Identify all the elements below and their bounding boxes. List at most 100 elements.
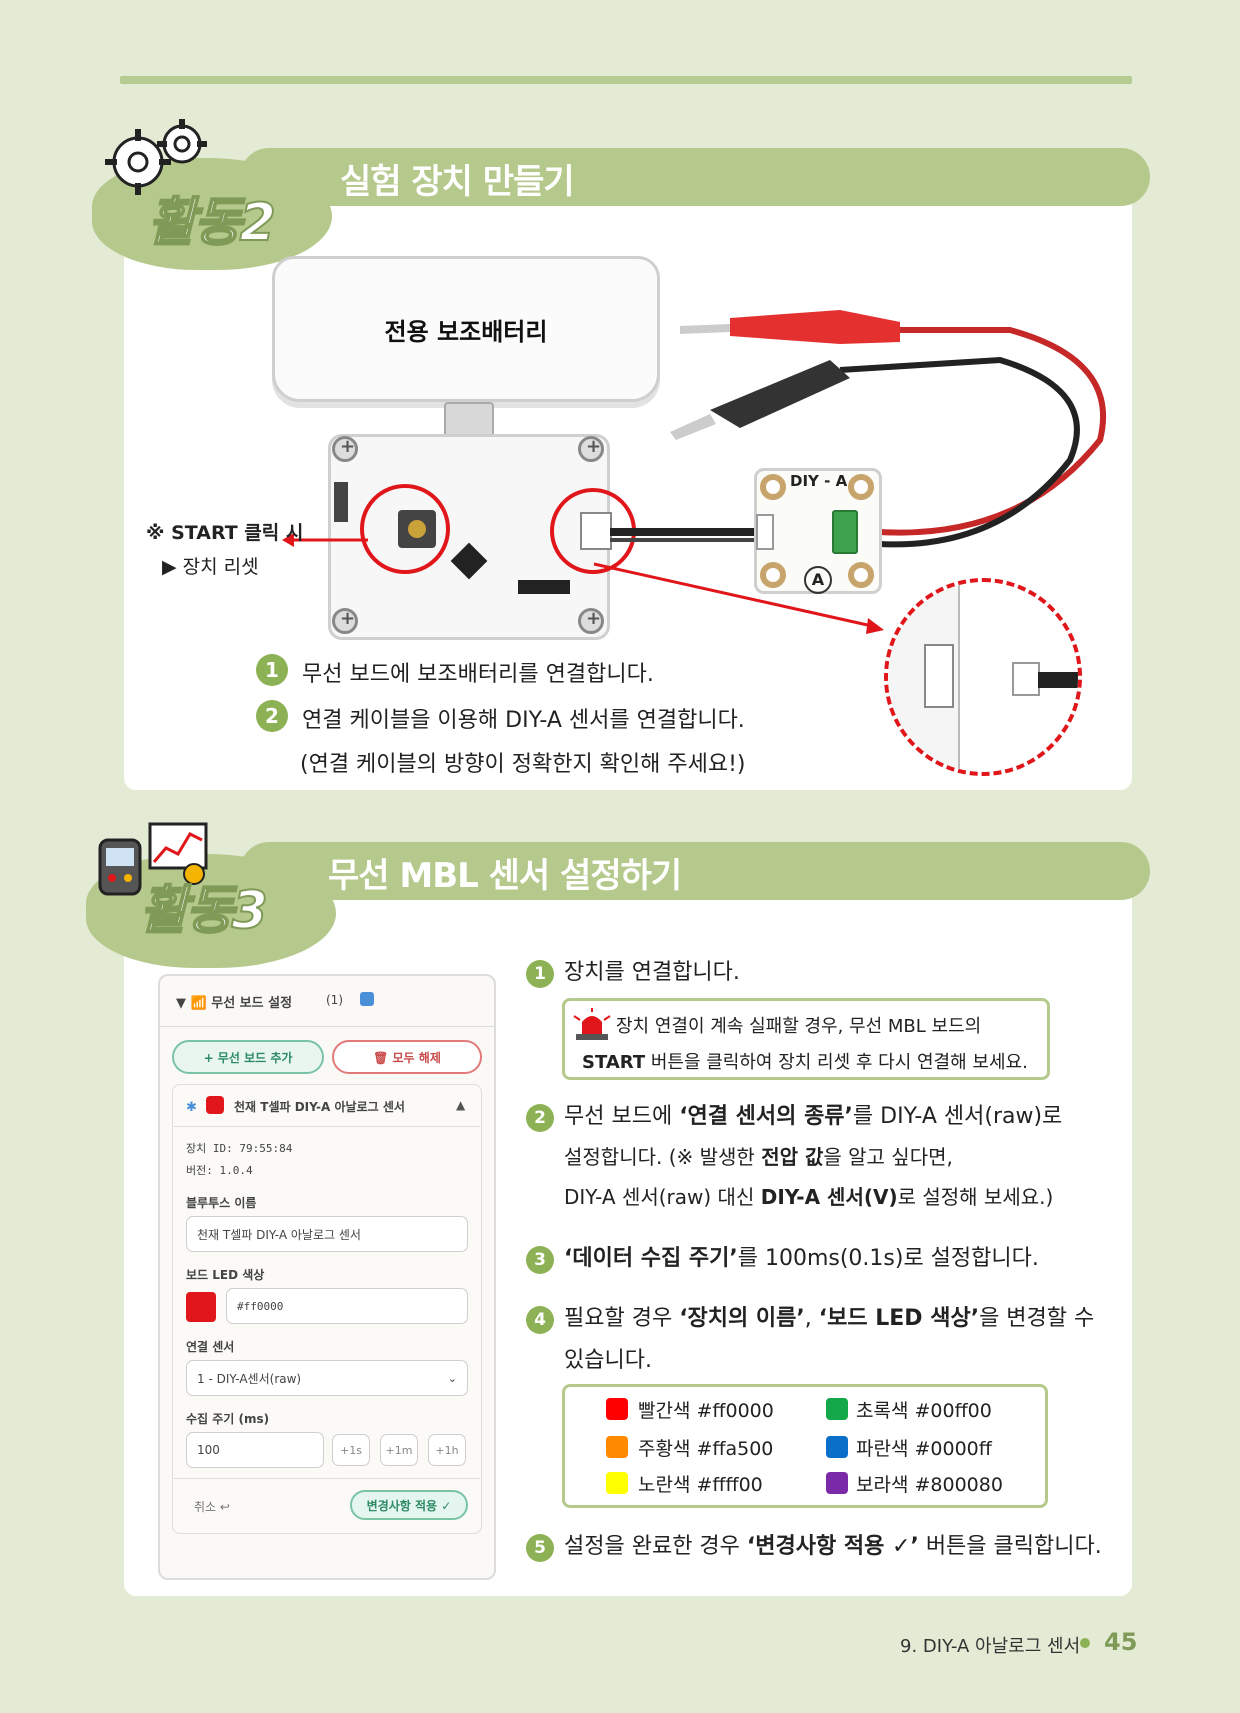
gears-icon — [105, 119, 207, 195]
clear-all-button[interactable]: 🗑 모두 해제 — [332, 1040, 482, 1074]
color-swatch-blue — [826, 1436, 848, 1458]
step4-text: 을 변경할 수 — [979, 1306, 1095, 1331]
step2-text: 을 알고 싶다면, — [823, 1145, 953, 1169]
cable-illustration — [610, 310, 1107, 548]
zoom-cable — [1038, 672, 1078, 688]
step2-text: 를 DIY-A 센서(raw)로 — [852, 1104, 1063, 1129]
sensor-badge: A — [804, 566, 832, 594]
switch-illustration — [334, 482, 348, 522]
color-yellow-label: 노란색 #ffff00 — [638, 1474, 763, 1496]
step2-bold: DIY-A 센서(V) — [760, 1185, 898, 1209]
step2-text: 로 설정해 보세요.) — [897, 1185, 1054, 1209]
color-table-box — [562, 1384, 1048, 1508]
step-text: 연결 케이블을 이용해 DIY-A 센서를 연결합니다. — [302, 708, 745, 733]
page-number: 45 — [1104, 1628, 1138, 1656]
step5-text: 설정을 완료한 경우 ‘변경사항 적용 ✓’ 버튼을 클릭합니다. — [564, 1530, 1102, 1563]
device-color-dot — [206, 1096, 224, 1114]
start-note-2: ▶ 장치 리셋 — [162, 556, 259, 578]
step5-text-c: 버튼을 클릭합니다. — [918, 1534, 1102, 1559]
led-color-input[interactable]: #ff0000 — [226, 1288, 468, 1324]
sensor-select[interactable]: 1 - DIY-A센서(raw) ⌄ — [186, 1360, 468, 1396]
device-version: 버전: 1.0.4 — [186, 1164, 253, 1177]
step-text: 무선 보드에 보조배터리를 연결합니다. — [302, 662, 654, 687]
step-number: 4 — [526, 1306, 554, 1334]
zoom-arrow — [593, 562, 884, 634]
step-number: 3 — [526, 1246, 554, 1274]
mount-ring-icon — [848, 474, 874, 500]
step2-line-3: DIY-A 센서(raw) 대신 DIY-A 센서(V)로 설정해 보세요.) — [564, 1182, 1053, 1212]
step1-text: 장치를 연결합니다. — [564, 960, 740, 985]
color-swatch-red — [606, 1398, 628, 1420]
step5-bold: ‘변경사항 적용 ✓’ — [746, 1534, 919, 1559]
color-purple-label: 보라색 #800080 — [856, 1474, 1003, 1496]
battery-illustration — [272, 256, 660, 402]
add-board-button[interactable]: + 무선 보드 추가 — [172, 1040, 324, 1074]
period-input[interactable]: 100 — [186, 1432, 324, 1468]
led-color-picker[interactable] — [186, 1292, 216, 1322]
mount-ring-icon — [848, 562, 874, 588]
color-swatch-green — [826, 1398, 848, 1420]
sensor-terminal — [832, 510, 858, 554]
step2-text: 무선 보드에 — [564, 1104, 680, 1129]
color-orange-label: 주황색 #ffa500 — [638, 1438, 774, 1460]
collapse-icon[interactable]: ▲ — [456, 1098, 466, 1112]
step2-line-1: 무선 보드에 ‘연결 센서의 종류’를 DIY-A 센서(raw)로 — [564, 1100, 1062, 1133]
color-red-label: 빨간색 #ff0000 — [638, 1400, 774, 1422]
cancel-button[interactable]: 취소 ↩ — [194, 1500, 230, 1514]
start-note-1: ※ START 클릭 시 — [146, 522, 304, 544]
step-note: (연결 케이블의 방향이 정확한지 확인해 주세요!) — [300, 752, 746, 777]
activity2-label: 활동2 — [147, 192, 277, 254]
step4-text: , — [804, 1306, 819, 1331]
step4-line-2: 있습니다. — [564, 1348, 652, 1373]
warning-start-bold: START — [582, 1052, 646, 1073]
step2-line-2: 설정합니다. (※ 발생한 전압 값을 알고 싶다면, — [564, 1142, 953, 1172]
card-header-divider — [160, 1026, 494, 1027]
step2-text: 설정합니다. (※ 발생한 — [564, 1145, 762, 1169]
add-1s-button[interactable]: +1s — [332, 1434, 370, 1466]
step-number: 2 — [526, 1104, 554, 1132]
start-highlight-circle — [360, 484, 450, 574]
screw-icon — [332, 436, 358, 462]
step2-text: DIY-A 센서(raw) 대신 — [564, 1185, 761, 1209]
mount-ring-icon — [760, 474, 786, 500]
color-green-label: 초록색 #00ff00 — [856, 1400, 992, 1422]
sensor-title: DIY - A — [790, 472, 848, 490]
bluetooth-icon: ✱ — [186, 1100, 197, 1115]
sensor-device-icon — [98, 822, 208, 896]
activity3-title: 무선 MBL 센서 설정하기 — [328, 856, 682, 896]
step3-rest: 를 100ms(0.1s)로 설정합니다. — [737, 1246, 1039, 1271]
warning-line-2-text: 버튼을 클릭하여 장치 리셋 후 다시 연결해 보세요. — [645, 1052, 1028, 1073]
screw-icon — [332, 608, 358, 634]
sensor-connector — [756, 514, 774, 550]
chevron-down-icon: ⌄ — [447, 1371, 457, 1385]
connector-zoom-circle — [884, 578, 1082, 776]
apply-changes-button[interactable]: 변경사항 적용 ✓ — [350, 1490, 468, 1520]
screw-icon — [578, 608, 604, 634]
top-rule — [120, 76, 1132, 84]
step2-bold: 전압 값 — [761, 1145, 824, 1169]
add-1m-button[interactable]: +1m — [380, 1434, 418, 1466]
period-label: 수집 주기 (ms) — [186, 1412, 270, 1426]
step5-text-a: 설정을 완료한 경우 — [564, 1534, 747, 1559]
zoom-cable-plug — [1012, 662, 1040, 696]
step4-bold: ‘장치의 이름’ — [679, 1306, 805, 1331]
footer-chapter: 9. DIY-A 아날로그 센서 — [900, 1636, 1081, 1657]
sensor-select-label: 연결 센서 — [186, 1340, 235, 1354]
device-title: 천재 T셀파 DIY-A 아날로그 센서 — [234, 1100, 405, 1114]
step-number: 1 — [256, 654, 288, 686]
card-footer-divider — [174, 1478, 480, 1479]
card-header[interactable]: ▼ 📶 무선 보드 설정 — [176, 996, 293, 1011]
start-arrow — [282, 533, 368, 547]
step2-bold: ‘연결 센서의 종류’ — [679, 1104, 853, 1129]
battery-label: 전용 보조배터리 — [384, 318, 548, 346]
add-1h-button[interactable]: +1h — [428, 1434, 466, 1466]
activity3-label: 활동3 — [139, 880, 269, 942]
mount-ring-icon — [760, 562, 786, 588]
zoom-sensor-port — [924, 644, 954, 708]
siren-icon — [573, 1008, 611, 1040]
bt-name-input[interactable]: 천재 T셀파 DIY-A 아날로그 센서 — [186, 1216, 468, 1252]
step-number: 1 — [526, 960, 554, 988]
step3-bold: ‘데이터 수집 주기’ — [564, 1246, 738, 1271]
sensor-select-value: 1 - DIY-A센서(raw) — [197, 1371, 302, 1386]
refresh-icon[interactable] — [360, 992, 374, 1006]
